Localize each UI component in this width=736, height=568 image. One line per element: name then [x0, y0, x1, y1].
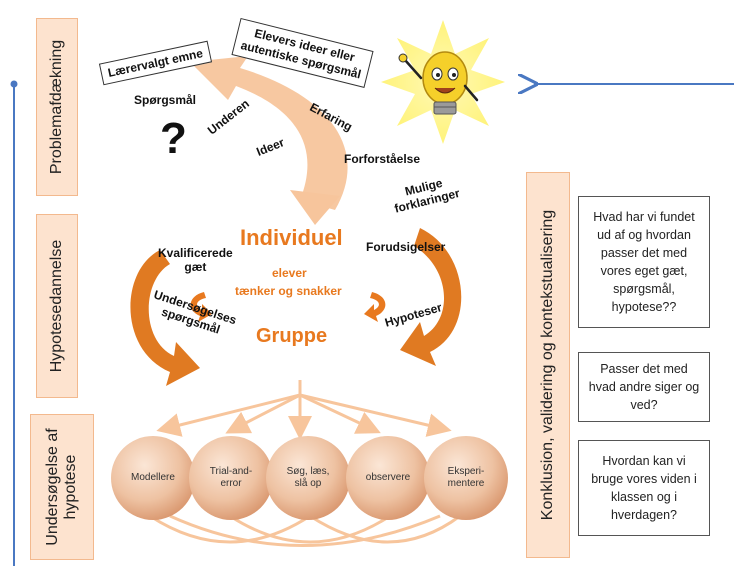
method-label: observere: [365, 472, 411, 483]
phase-investigation-line1: Undersøgelse af: [44, 428, 61, 546]
phase-investigation-label: Undersøgelse af hypotese: [44, 428, 80, 545]
keyword-questions: Spørgsmål: [134, 93, 197, 107]
phase-hypothesis-label: Hypotesedannelse: [48, 239, 65, 373]
phase-investigation: Undersøgelse af hypotese: [30, 414, 94, 560]
center-students: elever: [272, 266, 307, 280]
blue-timeline-dot: [10, 80, 18, 88]
phase-hypothesis: Hypotesedannelse: [36, 214, 78, 398]
question-box: Hvordan kan vi bruge vores viden i klass…: [578, 440, 710, 536]
phase-problem: Problemafdækning: [36, 18, 78, 196]
phase-problem-label: Problemafdækning: [48, 39, 65, 175]
keyword-preconception: Forforståelse: [344, 152, 421, 166]
keyword-qualified-guess: Kvalificerede gæt: [158, 246, 233, 274]
inner-arrow-left: [190, 292, 212, 322]
method-connectors: [149, 514, 461, 547]
phase-investigation-line2: hypotese: [62, 454, 79, 520]
question-text: Hvordan kan vi bruge vores viden i klass…: [591, 454, 697, 522]
keyword-prediction: Forudsigelser: [366, 240, 446, 254]
phase-conclusion: Konklusion, validering og kontekstualise…: [526, 172, 570, 558]
question-box: Hvad har vi fundet ud af og hvordan pass…: [578, 196, 710, 328]
method-label: Søg, læs, slå op: [286, 466, 330, 489]
question-box: Passer det med hvad andre siger og ved?: [578, 352, 710, 422]
center-individual: Individuel: [240, 225, 343, 250]
method-label: Modellere: [131, 472, 175, 483]
big-light-arrow: [190, 56, 348, 210]
keyword-qualified-guess-line2: gæt: [184, 260, 207, 274]
method-spheres: [111, 436, 508, 520]
cycle-arrow-left: [130, 250, 200, 386]
method-label: Trial-and-error: [209, 466, 253, 489]
inner-arrow-right: [364, 292, 386, 322]
cycle-arrow-right: [400, 228, 462, 366]
question-text: Passer det med hvad andre siger og ved?: [588, 362, 700, 412]
method-label: Eksperi-mentere: [447, 466, 485, 489]
center-think-talk: tænker og snakker: [235, 284, 342, 298]
lightbulb-icon: [381, 20, 505, 144]
question-text: Hvad har vi fundet ud af og hvordan pass…: [593, 210, 695, 314]
keyword-qualified-guess-line1: Kvalificerede: [158, 246, 233, 260]
phase-conclusion-label: Konklusion, validering og kontekstualise…: [539, 209, 556, 521]
down-arrow-head: [290, 190, 340, 225]
method-arrows: [156, 380, 452, 440]
question-mark-icon: ?: [160, 114, 187, 163]
center-group: Gruppe: [256, 325, 328, 347]
